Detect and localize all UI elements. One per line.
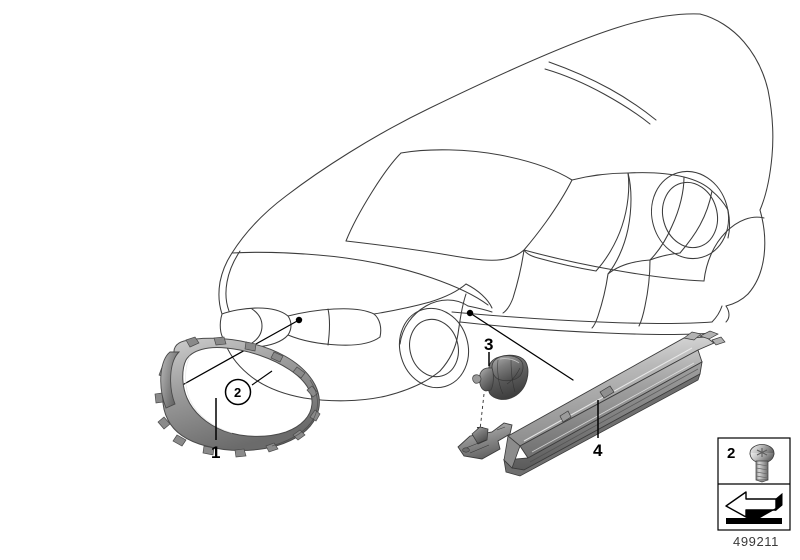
leader-lines xyxy=(176,309,574,389)
callout-2-leader xyxy=(251,370,273,386)
rocker-main-face xyxy=(519,349,703,459)
callout-label-1: 1 xyxy=(211,443,221,462)
actuator-connector xyxy=(472,374,482,384)
callout-label-3: 3 xyxy=(484,335,494,354)
actuator-bracket-hole xyxy=(462,447,470,453)
actuator-cap xyxy=(491,355,524,382)
actuator-bracket-upright xyxy=(471,426,489,445)
block-arrow-icon xyxy=(725,491,783,524)
part-grille-frame xyxy=(154,336,321,458)
rocker-left-tip xyxy=(503,435,521,469)
pan-head-screw-icon xyxy=(749,444,775,483)
legend-screw-quantity: 2 xyxy=(727,445,736,462)
legend-box-group xyxy=(717,437,791,531)
rocker-mid-clip-2 xyxy=(559,410,572,423)
leader-sill-to-rocker xyxy=(469,312,574,381)
rocker-end-tabs xyxy=(683,330,726,346)
callout-label-4: 4 xyxy=(593,441,603,460)
callout-label-2: 2 xyxy=(234,385,242,400)
part-actuator-motor xyxy=(457,354,529,460)
grille-frame-outer-shadow xyxy=(271,379,318,447)
leader-dot-grille xyxy=(295,316,303,324)
actuator-mount-axis xyxy=(479,393,485,431)
rocker-bottom-lip xyxy=(503,373,701,477)
callout-2-circle xyxy=(224,378,252,406)
leader-dot-sill xyxy=(466,309,474,317)
leader-grille-to-frame xyxy=(176,319,300,389)
rocker-mid-clip xyxy=(599,385,615,399)
part-rocker-panel-trim xyxy=(502,330,726,477)
vehicle-outline xyxy=(218,13,774,402)
actuator-barrel xyxy=(479,367,494,392)
diagram-part-number: 499211 xyxy=(732,534,779,549)
grille-frame-left-lug xyxy=(160,351,181,409)
callout-2-circle-group xyxy=(224,370,273,406)
